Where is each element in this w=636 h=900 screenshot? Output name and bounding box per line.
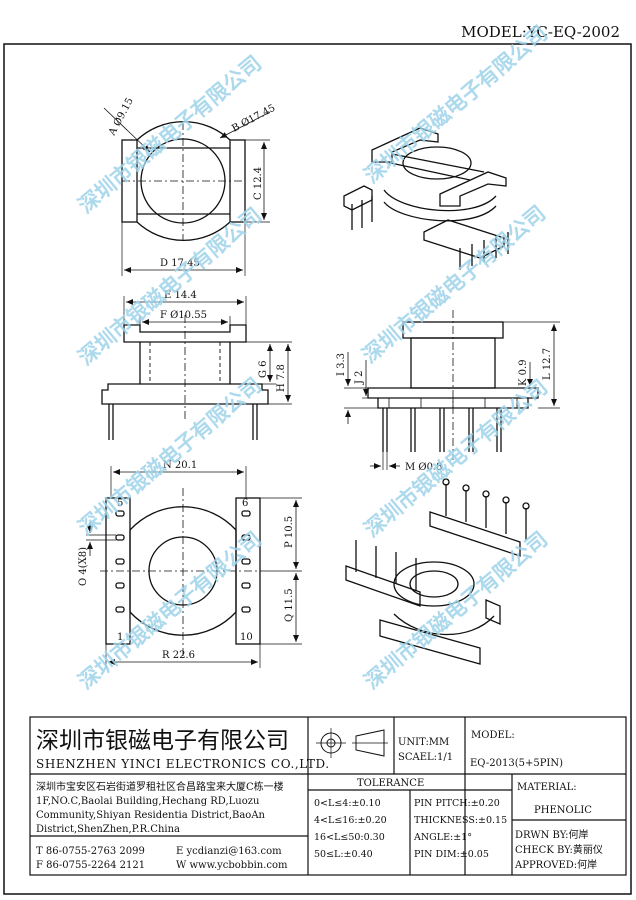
dim-i: I 3.3: [336, 353, 347, 376]
company-name-cn: 深圳市银磁电子有限公司: [36, 728, 289, 754]
material-label: MATERIAL:: [517, 782, 577, 793]
drawn-by: DRWN BY:何岸: [515, 828, 588, 841]
dim-k: K 0.9: [518, 359, 529, 386]
tolerance-row-4: 50≤L:±0.40: [314, 849, 373, 860]
side-view: [101, 296, 292, 440]
watermark-2: 深圳市银磁电子有限公司: [360, 21, 552, 188]
pin-spec-3: ANGLE:±1°: [413, 832, 472, 843]
dim-h: H 7.8: [276, 364, 287, 392]
scale-text: SCAEL:1/1: [398, 752, 453, 763]
dim-l: L 12.7: [542, 348, 553, 380]
web-text: W www.ycbobbin.com: [176, 860, 288, 871]
model-label: MODEL:: [471, 730, 515, 741]
dim-j: J 2: [354, 370, 365, 385]
tolerance-row-2: 4<L≤16:±0.20: [314, 815, 387, 826]
top-view: [103, 107, 271, 276]
dim-n: N 20.1: [163, 460, 197, 471]
watermark-7: 深圳市银磁电子有限公司: [74, 527, 266, 694]
pin-label-6: 6: [242, 498, 248, 509]
address-cn: 深圳市宝安区石岩街道罗租社区合昌路宝来大厦C栋一楼: [36, 780, 284, 793]
pin-spec-2: THICKNESS:±0.15: [414, 815, 507, 826]
watermarks: 深圳市银磁电子有限公司 深圳市银磁电子有限公司 深圳市银磁电子有限公司 深圳市银…: [74, 21, 552, 694]
dim-e: E 14.4: [164, 290, 197, 301]
fax-text: F 86-0755-2264 2121: [36, 860, 145, 871]
approved-by: APPROVED:何岸: [514, 858, 597, 871]
watermark-4: 深圳市银磁电子有限公司: [358, 201, 550, 368]
dim-d: D 17.45: [160, 258, 200, 269]
dim-g: G 6: [258, 360, 269, 378]
check-by: CHECK BY:黄丽仪: [515, 843, 603, 856]
pin-label-1: 1: [117, 632, 123, 643]
pin-label-5: 5: [117, 498, 123, 509]
pin-label-10: 10: [240, 632, 253, 643]
company-name-en: SHENZHEN YINCI ELECTRONICS CO.,LTD.: [36, 757, 330, 771]
dim-m: M Ø0.8: [405, 462, 443, 473]
email-text: E ycdianzi@163.com: [176, 846, 282, 857]
dim-p: P 10.5: [284, 516, 295, 548]
front-view: [344, 310, 560, 470]
dim-f: F Ø10.55: [160, 310, 207, 321]
pin-spec-1: PIN PITCH:±0.20: [414, 798, 500, 809]
dim-q: Q 11.5: [284, 588, 295, 622]
tolerance-row-1: 0<L≤4:±0.10: [314, 798, 381, 809]
pin-spec-4: PIN DIM:±0.05: [414, 849, 489, 860]
dim-a: A Ø9.15: [106, 96, 135, 138]
dim-r: R 22.6: [162, 650, 195, 661]
material-value: PHENOLIC: [534, 805, 592, 816]
drawing-border: [3, 43, 632, 895]
model-value: EQ-2013(5+5PIN): [470, 758, 563, 769]
dim-o: O 4(X8): [78, 547, 89, 586]
tolerance-title: TOLERANCE: [357, 778, 424, 789]
title-block: [29, 716, 627, 876]
watermark-1: 深圳市银磁电子有限公司: [74, 51, 266, 218]
iso-view-bottom: [345, 478, 530, 665]
tel-text: T 86-0755-2763 2099: [36, 846, 145, 857]
bottom-view: [86, 466, 302, 668]
address-en-line-1: 1F,NO.C,Baolai Building,Hechang RD,Luozu: [36, 796, 260, 807]
tolerance-row-3: 16<L≤50:0.30: [314, 832, 385, 843]
iso-view-top: [343, 127, 509, 270]
address-en-line-2: Community,Shiyan Residentia District,Bao…: [36, 810, 266, 821]
watermark-3: 深圳市银磁电子有限公司: [74, 203, 266, 370]
address-en-line-3: District,ShenZhen,P.R.China: [36, 824, 180, 835]
watermark-8: 深圳市银磁电子有限公司: [360, 527, 552, 694]
dim-c: C 12.4: [253, 167, 264, 200]
unit-text: UNIT:MM: [398, 737, 449, 748]
model-header: MODEL:YC-EQ-2002: [461, 23, 620, 41]
dim-b: B Ø17.45: [230, 103, 277, 135]
